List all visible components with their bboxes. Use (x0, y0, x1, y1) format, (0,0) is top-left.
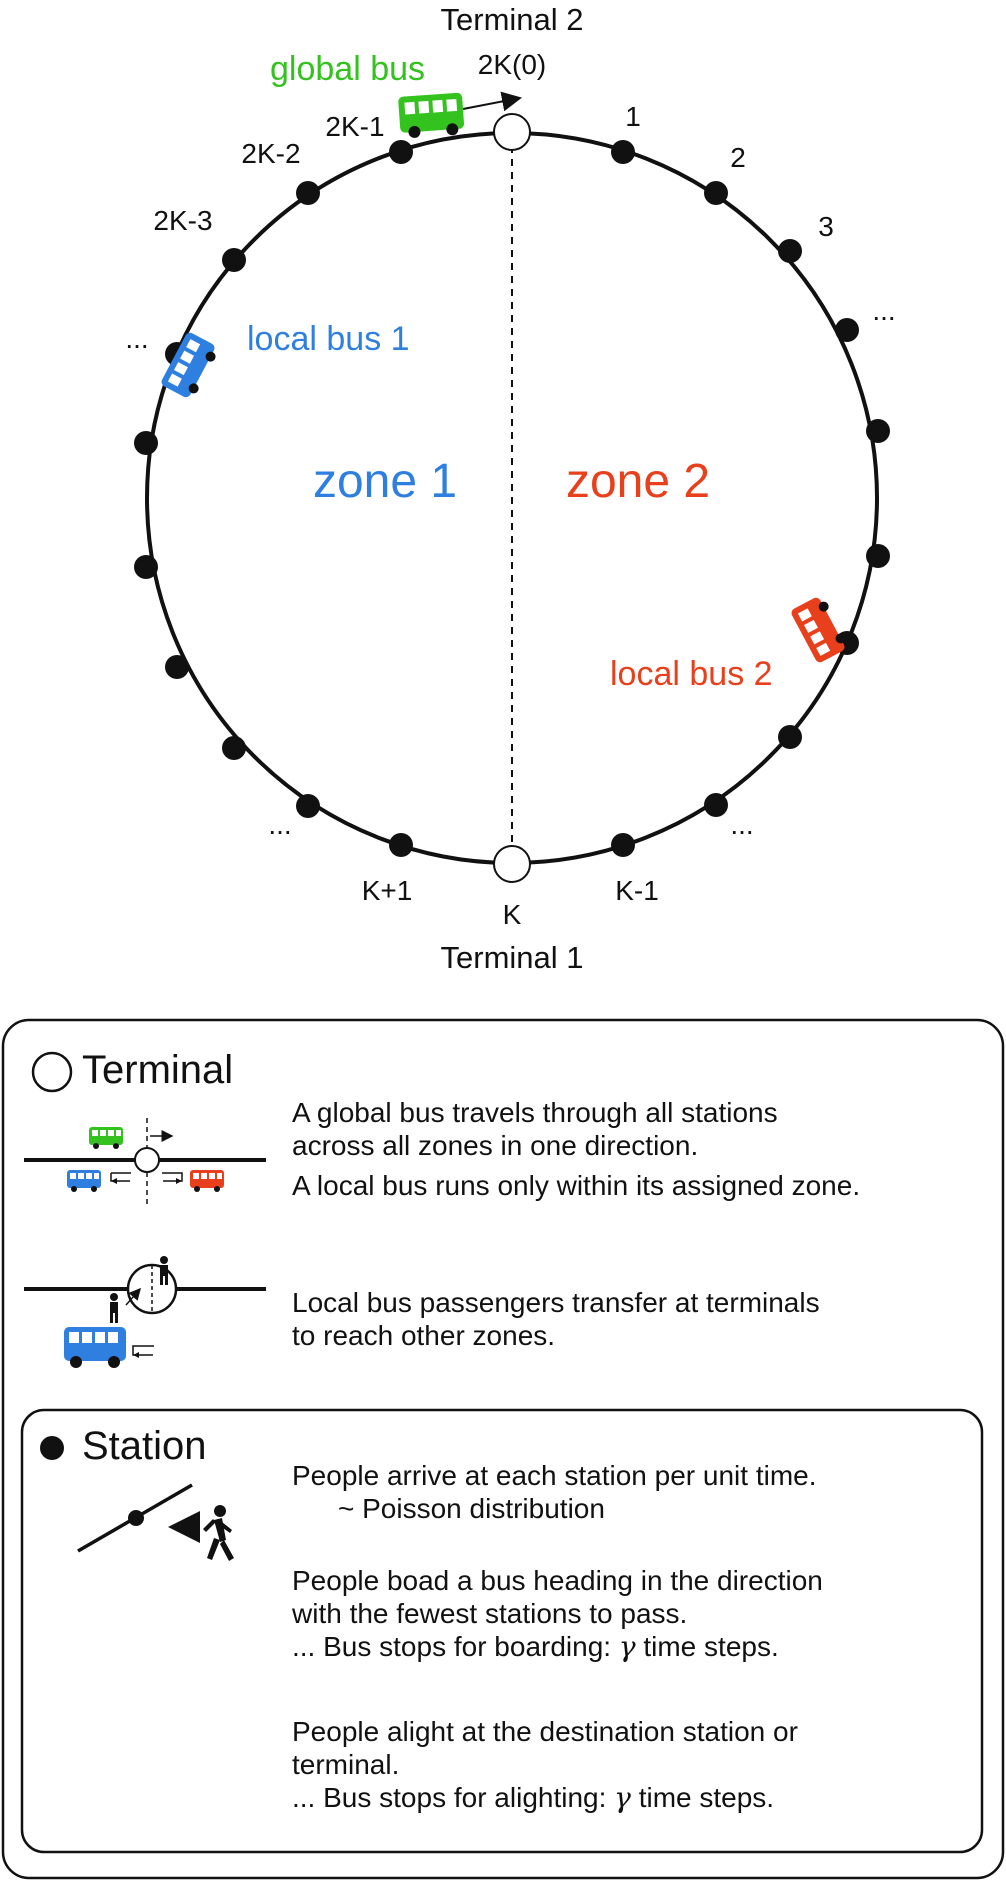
station-text-line: People alight at the destination station… (292, 1716, 798, 1747)
station-dot (866, 544, 890, 568)
station-dot (704, 793, 728, 817)
station-label-2k-3: 2K-3 (153, 205, 212, 236)
station-label-dots-left-bottom: ... (268, 809, 291, 840)
station-dot (778, 725, 802, 749)
station-legend-title: Station (82, 1424, 207, 1468)
station-dot (866, 419, 890, 443)
station-dot (296, 794, 320, 818)
station-dot (296, 181, 320, 205)
station-dot (222, 248, 246, 272)
terminal-legend-title: Terminal (82, 1048, 234, 1092)
station-dot (165, 655, 189, 679)
station-text-line: ... Bus stops for boarding: γ time steps… (292, 1630, 823, 1663)
station-illustration (77, 1483, 234, 1561)
global-bus-icon (398, 92, 465, 138)
station-dot (611, 833, 635, 857)
terminal-illustration-transfer (24, 1256, 266, 1368)
boarding-pre: ... Bus stops for boarding: (292, 1631, 612, 1662)
station-arrival-description: People arrive at each station per unit t… (292, 1459, 817, 1525)
alighting-post: time steps. (638, 1782, 775, 1813)
station-label-1: 1 (625, 101, 641, 132)
station-boarding-description: People boad a bus heading in the directi… (292, 1564, 823, 1663)
station-label-2k-2: 2K-2 (241, 138, 300, 169)
station-dot (389, 140, 413, 164)
gamma-symbol: γ (614, 1781, 631, 1814)
terminal-transfer-description: Local bus passengers transfer at termina… (292, 1286, 820, 1352)
station-label-dots-right-bottom: ... (730, 809, 753, 840)
terminal-text-line: A local bus runs only within its assigne… (292, 1170, 861, 1201)
station-text-line: ... Bus stops for alighting: γ time step… (292, 1781, 798, 1814)
legend-outer-box (1, 1018, 1005, 1880)
legend-station-box (20, 1408, 984, 1854)
local-bus-2-label: local bus 2 (610, 655, 773, 693)
terminal-text-line: to reach other zones. (292, 1320, 556, 1351)
terminal-text-line: A global bus travels through all station… (292, 1097, 778, 1128)
terminal-1-label: Terminal 1 (441, 940, 584, 975)
global-bus-label: global bus (270, 50, 425, 88)
local-bus-1-icon (161, 332, 216, 398)
global-bus-direction-arrow (462, 91, 522, 112)
station-text-line: People arrive at each station per unit t… (292, 1460, 817, 1491)
station-label-k-plus-1: K+1 (362, 875, 413, 906)
station-dot (389, 833, 413, 857)
terminal-legend-symbol (31, 1051, 73, 1093)
terminal-description: A global bus travels through all station… (292, 1096, 860, 1202)
terminal-1-circle (493, 845, 531, 883)
station-dot (835, 318, 859, 342)
station-dot (611, 140, 635, 164)
station-dot (222, 736, 246, 760)
station-label-dots-right-top: ... (872, 295, 895, 326)
terminal-text-line: across all zones in one direction. (292, 1130, 699, 1161)
zone-1-label: zone 1 (313, 455, 457, 508)
station-label-2k0: 2K(0) (478, 49, 546, 80)
station-label-dots-left-top: ... (125, 323, 148, 354)
station-label-2k-1: 2K-1 (325, 111, 384, 142)
station-text-line: People boad a bus heading in the directi… (292, 1565, 823, 1596)
station-dot (778, 239, 802, 263)
boarding-post: time steps. (643, 1631, 779, 1662)
station-label-k: K (503, 899, 522, 930)
terminal-2-circle (493, 113, 531, 151)
station-text-line: with the fewest stations to pass. (292, 1598, 688, 1629)
gamma-symbol: γ (618, 1630, 636, 1663)
terminal-2-label: Terminal 2 (441, 2, 584, 37)
station-alighting-description: People alight at the destination station… (292, 1715, 798, 1814)
station-label-2: 2 (730, 142, 746, 173)
terminal-illustration-buses (24, 1118, 266, 1206)
alighting-pre: ... Bus stops for alighting: (292, 1782, 607, 1813)
station-legend-symbol (40, 1436, 64, 1460)
station-dot (134, 555, 158, 579)
station-dot (704, 181, 728, 205)
station-text-line: ~ Poisson distribution (338, 1493, 605, 1524)
terminal-text-line: Local bus passengers transfer at termina… (292, 1287, 820, 1318)
station-dot (134, 431, 158, 455)
station-label-3: 3 (818, 211, 834, 242)
zone-2-label: zone 2 (566, 455, 710, 508)
local-bus-1-label: local bus 1 (247, 320, 410, 358)
station-text-line: terminal. (292, 1749, 400, 1780)
station-label-k-minus-1: K-1 (615, 875, 659, 906)
local-bus-2-icon (791, 597, 846, 663)
